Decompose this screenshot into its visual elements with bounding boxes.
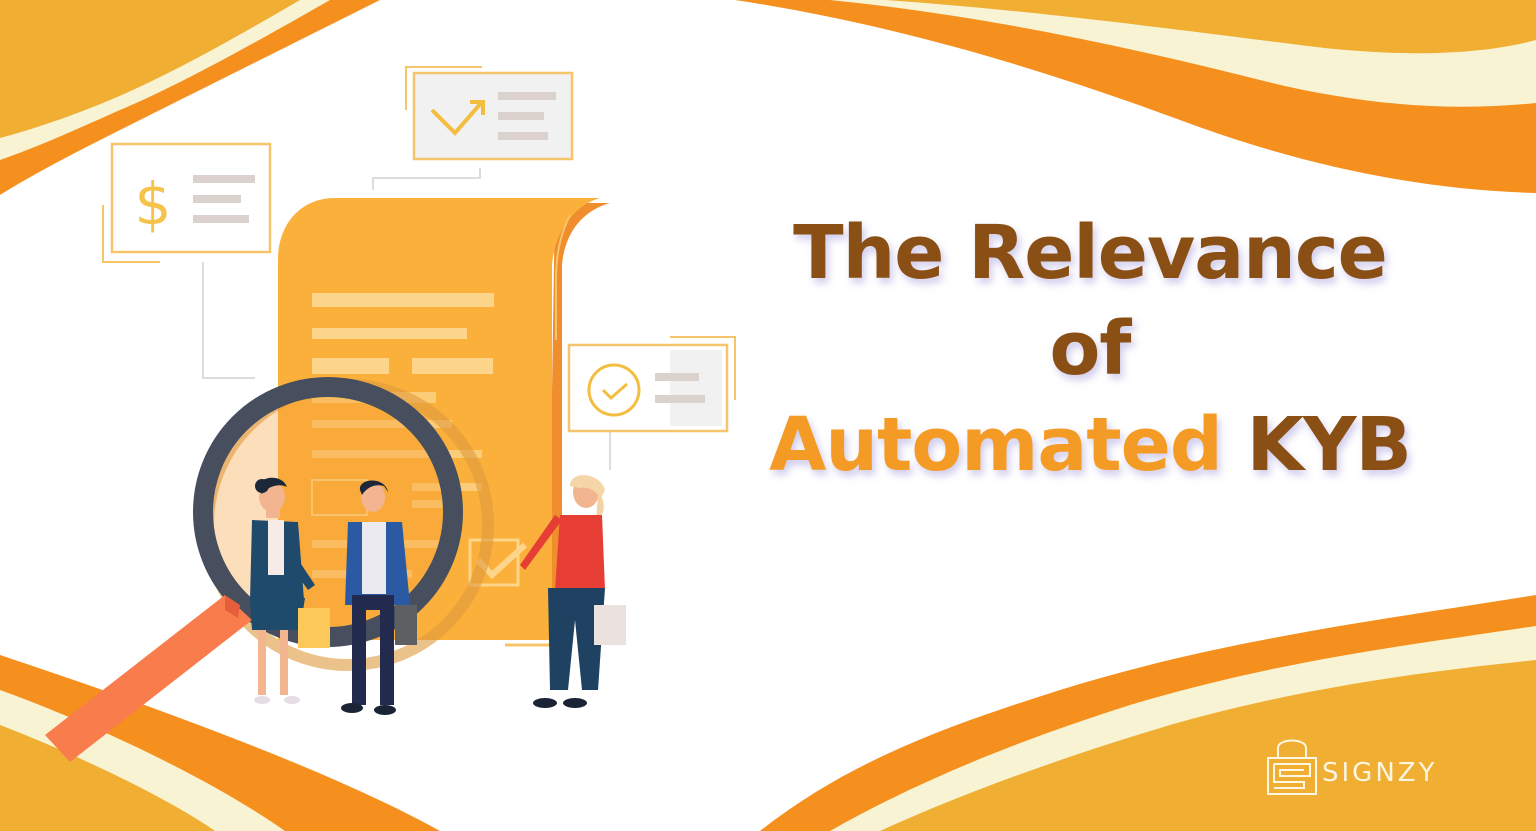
svg-text:$: $ bbox=[135, 170, 172, 238]
brand-name: SIGNZY bbox=[1322, 758, 1438, 788]
wave-bottom-left-gold bbox=[0, 725, 215, 831]
signzy-logo: SIGNZY bbox=[1266, 734, 1437, 796]
wave-bottom-right-gold bbox=[880, 660, 1536, 831]
title-line-2: of bbox=[1049, 306, 1131, 392]
wave-top-left-gold bbox=[0, 0, 300, 138]
padlock-maze-logo-icon bbox=[1267, 739, 1317, 795]
checkmark-card-icon bbox=[567, 336, 736, 433]
person-woman-red-sweater bbox=[520, 475, 626, 708]
title-automated: Automated bbox=[769, 402, 1223, 488]
title-line-3: Automated KYB bbox=[740, 397, 1440, 493]
title-line-1: The Relevance bbox=[793, 210, 1388, 296]
dollar-card-icon: $ bbox=[102, 142, 272, 263]
trend-arrow-card-icon bbox=[405, 66, 574, 161]
title-kyb: KYB bbox=[1246, 402, 1412, 488]
person-woman-dark-suit bbox=[250, 477, 330, 704]
wave-top-right-gold bbox=[885, 0, 1536, 54]
person-man-blue-jacket bbox=[341, 480, 417, 715]
banner-title: The Relevance of Automated KYB bbox=[740, 205, 1440, 493]
